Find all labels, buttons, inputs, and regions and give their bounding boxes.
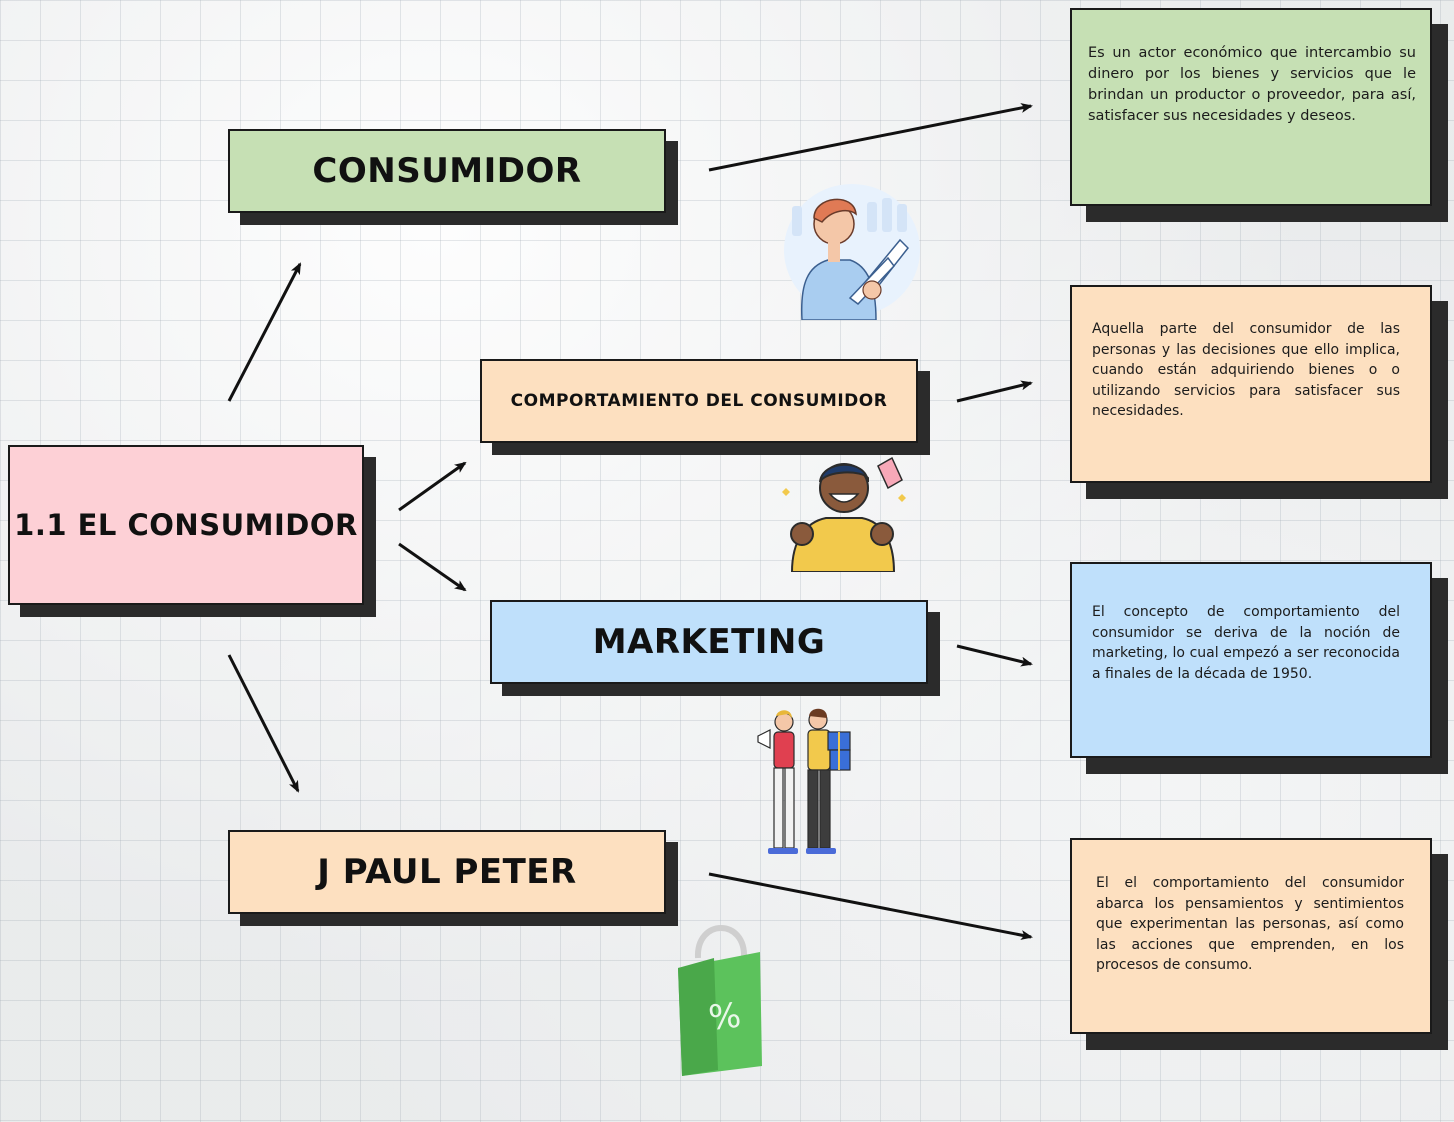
arrow-consumidor-to-desc — [708, 103, 1033, 172]
comportamiento-node: COMPORTAMIENTO DEL CONSUMIDOR — [480, 359, 918, 443]
root-node-label: 1.1 EL CONSUMIDOR — [14, 508, 358, 542]
marketing-description-text: El concepto de comportamiento del consum… — [1092, 604, 1400, 682]
consumidor-description-box: Es un actor económico que intercambio su… — [1070, 8, 1432, 206]
paul-peter-description-text: El el comportamiento del consumidor abar… — [1096, 875, 1404, 973]
shopping-bag-percent-icon: % — [678, 925, 762, 1076]
paul-peter-node: J PAUL PETER — [228, 830, 666, 914]
arrow-root-to-paul-peter — [227, 654, 300, 793]
excited-shopper-illustration — [782, 456, 906, 572]
arrow-root-to-comportamiento — [398, 461, 467, 512]
arrow-marketing-to-desc — [956, 644, 1033, 667]
paul-peter-node-label: J PAUL PETER — [317, 852, 577, 892]
arrow-comportamiento-to-desc — [956, 380, 1033, 403]
paul-peter-description-box: El el comportamiento del consumidor abar… — [1070, 838, 1432, 1034]
arrow-root-to-marketing — [398, 542, 467, 592]
couple-with-gifts-illustration — [757, 708, 851, 854]
marketing-node-label: MARKETING — [592, 622, 826, 662]
bag-percent-symbol: % — [707, 995, 743, 1038]
root-node: 1.1 EL CONSUMIDOR — [8, 445, 364, 605]
consumidor-node: CONSUMIDOR — [228, 129, 666, 213]
person-holding-bottles-illustration — [784, 184, 920, 320]
marketing-node: MARKETING — [490, 600, 928, 684]
consumidor-description-text: Es un actor económico que intercambio su… — [1088, 45, 1416, 124]
comportamiento-description-box: Aquella parte del consumidor de las pers… — [1070, 285, 1432, 483]
comportamiento-node-label: COMPORTAMIENTO DEL CONSUMIDOR — [510, 391, 888, 411]
arrow-paul-peter-to-desc — [708, 872, 1033, 940]
arrow-root-to-consumidor — [227, 262, 302, 402]
consumidor-node-label: CONSUMIDOR — [312, 151, 582, 191]
marketing-description-box: El concepto de comportamiento del consum… — [1070, 562, 1432, 758]
comportamiento-description-text: Aquella parte del consumidor de las pers… — [1092, 321, 1400, 419]
